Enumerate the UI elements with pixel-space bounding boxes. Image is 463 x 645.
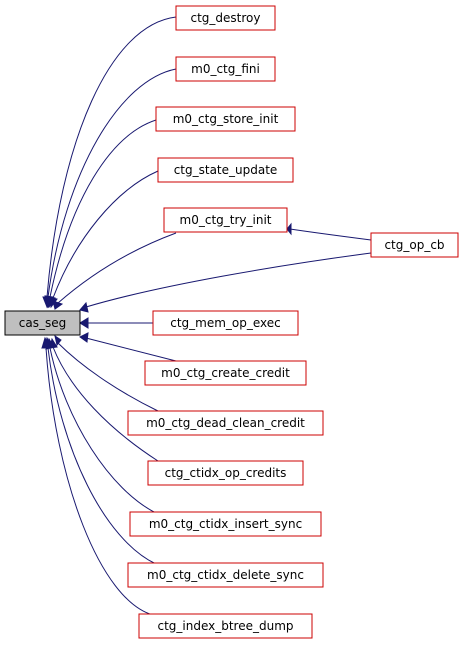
arrow-6: [79, 301, 89, 313]
node-label: m0_ctg_dead_clean_credit: [146, 416, 305, 430]
node-ctg-op-cb[interactable]: ctg_op_cb: [370, 232, 459, 258]
node-label: ctg_ctidx_op_credits: [165, 466, 287, 480]
node-ctg-mem-op-exec[interactable]: ctg_mem_op_exec: [152, 310, 299, 336]
edges: [45, 16, 372, 616]
arrow-14: [41, 336, 51, 349]
node-label: ctg_destroy: [191, 11, 261, 25]
node-m0-ctg-dead-clean-credit[interactable]: m0_ctg_dead_clean_credit: [127, 410, 324, 436]
arrow-7: [286, 222, 292, 236]
edge-ctg-destroy: [46, 16, 177, 298]
edge-m0-ctg-store-init: [49, 119, 157, 298]
edge-ctg-op-cb: [85, 252, 372, 308]
node-m0-ctg-ctidx-insert-sync[interactable]: m0_ctg_ctidx_insert_sync: [129, 511, 322, 537]
node-label: cas_seg: [19, 316, 66, 330]
node-m0-ctg-fini[interactable]: m0_ctg_fini: [175, 56, 276, 82]
arrow-9: [79, 332, 89, 343]
node-label: m0_ctg_store_init: [173, 112, 279, 126]
node-label: ctg_state_update: [174, 163, 278, 177]
edge-ctg-state-update: [52, 170, 159, 299]
node-ctg-ctidx-op-credits[interactable]: ctg_ctidx_op_credits: [147, 460, 304, 486]
node-ctg-state-update[interactable]: ctg_state_update: [157, 157, 294, 183]
edge-m0-ctg-fini: [47, 68, 177, 298]
edge-ctg-ctidx-op-credits: [52, 346, 159, 462]
arrowheads: [41, 222, 292, 350]
node-m0-ctg-ctidx-delete-sync[interactable]: m0_ctg_ctidx_delete_sync: [127, 562, 324, 588]
node-label: ctg_index_btree_dump: [157, 619, 293, 633]
edge-ctg-op-cb-try-init: [289, 228, 372, 241]
node-m0-ctg-store-init[interactable]: m0_ctg_store_init: [155, 106, 296, 132]
edge-m0-ctg-try-init: [57, 232, 177, 304]
arrow-10: [54, 334, 62, 347]
node-label: m0_ctg_fini: [191, 62, 260, 76]
node-label: m0_ctg_try_init: [180, 213, 272, 227]
arrow-8: [79, 317, 89, 329]
edge-m0-ctg-create-credit: [85, 337, 177, 362]
node-cas-seg[interactable]: cas_seg: [4, 310, 81, 336]
node-label: m0_ctg_ctidx_delete_sync: [147, 568, 304, 582]
arrow-5: [52, 300, 64, 310]
node-label: m0_ctg_create_credit: [161, 366, 290, 380]
edge-m0-ctg-dead-clean-credit: [57, 342, 159, 412]
node-ctg-index-btree-dump[interactable]: ctg_index_btree_dump: [138, 613, 313, 639]
edge-m0-ctg-ctidx-insert-sync: [49, 347, 157, 514]
edge-m0-ctg-ctidx-delete-sync: [47, 347, 157, 565]
nodes: cas_seg ctg_destroy m0_ctg_fini m0_ctg_s…: [4, 5, 459, 639]
node-label: ctg_mem_op_exec: [170, 316, 281, 330]
node-m0-ctg-create-credit[interactable]: m0_ctg_create_credit: [144, 360, 307, 386]
node-label: ctg_op_cb: [384, 238, 444, 252]
edge-ctg-index-btree-dump: [45, 347, 154, 616]
node-ctg-destroy[interactable]: ctg_destroy: [175, 5, 276, 31]
node-m0-ctg-try-init[interactable]: m0_ctg_try_init: [163, 207, 288, 233]
node-label: m0_ctg_ctidx_insert_sync: [149, 517, 302, 531]
